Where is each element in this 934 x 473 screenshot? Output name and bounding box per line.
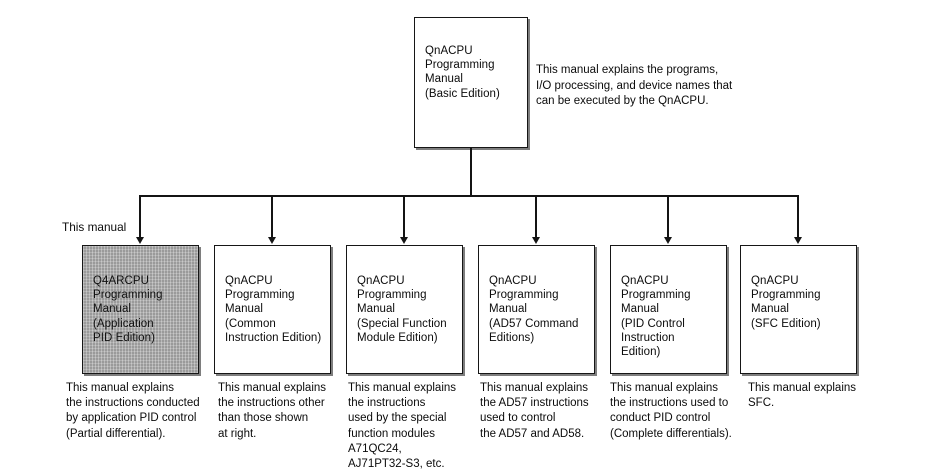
connector-drop-2 xyxy=(271,195,273,238)
caption-sfc-edition: This manual explains SFC. xyxy=(748,382,857,410)
leaf-node-special-function-module-edition: QnACPU Programming Manual (Special Funct… xyxy=(346,245,463,374)
this-manual-label: This manual xyxy=(62,220,127,234)
arrowhead-4 xyxy=(531,237,540,244)
leaf-node-label-sfc-edition: QnACPU Programming Manual (SFC Edition) xyxy=(751,275,821,330)
arrowhead-2 xyxy=(267,237,276,244)
leaf-node-application-pid-edition: Q4ARCPU Programming Manual (Application … xyxy=(82,245,199,374)
arrowhead-1 xyxy=(135,237,144,244)
connector-horizontal-bus xyxy=(139,195,798,197)
leaf-node-ad57-command-editions: QnACPU Programming Manual (AD57 Command … xyxy=(478,245,595,374)
connector-drop-1 xyxy=(139,195,141,238)
caption-common-instruction-edition: This manual explains the instructions ot… xyxy=(218,382,327,440)
root-description-text: This manual explains the programs, I/O p… xyxy=(536,64,733,107)
caption-application-pid-edition: This manual explains the instructions co… xyxy=(66,382,200,440)
arrowhead-5 xyxy=(663,237,672,244)
leaf-node-pid-control-instruction-edition: QnACPU Programming Manual (PID Control I… xyxy=(610,245,727,374)
leaf-node-label-application-pid-edition: Q4ARCPU Programming Manual (Application … xyxy=(93,275,163,344)
arrowhead-6 xyxy=(793,237,802,244)
root-node-label: QnACPU Programming Manual (Basic Edition… xyxy=(425,45,500,100)
caption-ad57-command-editions: This manual explains the AD57 instructio… xyxy=(480,382,589,440)
connector-drop-4 xyxy=(535,195,537,238)
leaf-node-sfc-edition: QnACPU Programming Manual (SFC Edition) xyxy=(740,245,857,374)
arrowhead-3 xyxy=(399,237,408,244)
connector-drop-6 xyxy=(797,195,799,238)
root-node-basic-edition: QnACPU Programming Manual (Basic Edition… xyxy=(414,17,528,148)
connector-drop-3 xyxy=(403,195,405,238)
connector-root-stem xyxy=(470,148,472,196)
connector-drop-5 xyxy=(667,195,669,238)
leaf-node-label-common-instruction-edition: QnACPU Programming Manual (Common Instru… xyxy=(225,275,322,344)
caption-special-function-module-edition: This manual explains the instructions us… xyxy=(348,382,457,471)
leaf-node-common-instruction-edition: QnACPU Programming Manual (Common Instru… xyxy=(214,245,331,374)
leaf-node-label-pid-control-instruction-edition: QnACPU Programming Manual (PID Control I… xyxy=(621,275,691,359)
leaf-node-label-special-function-module-edition: QnACPU Programming Manual (Special Funct… xyxy=(357,275,447,344)
caption-pid-control-instruction-edition: This manual explains the instructions us… xyxy=(610,382,732,440)
leaf-node-label-ad57-command-editions: QnACPU Programming Manual (AD57 Command … xyxy=(489,275,579,344)
